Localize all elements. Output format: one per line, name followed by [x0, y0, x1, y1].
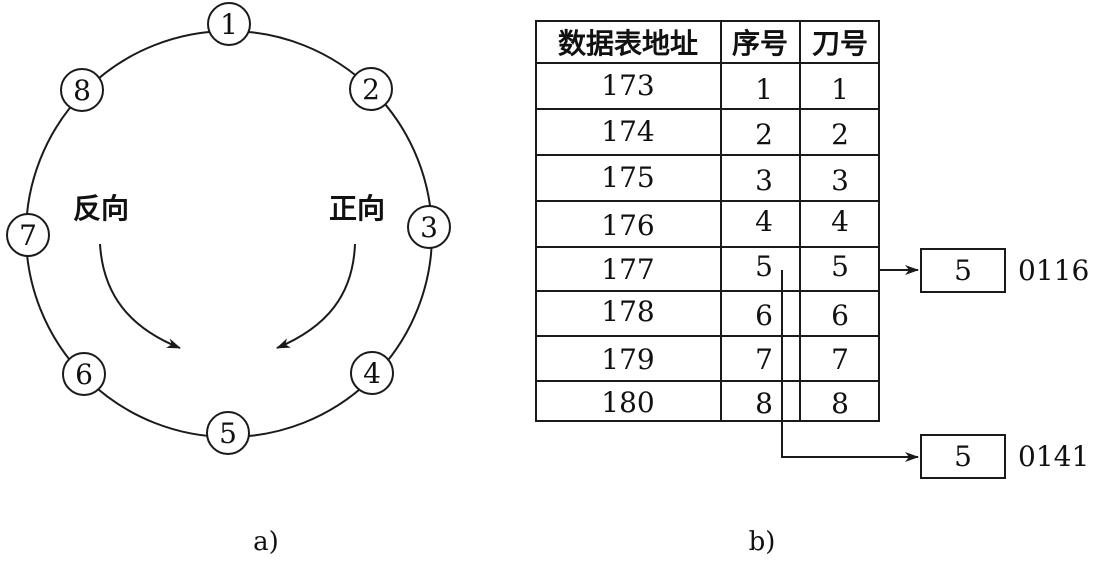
- output-value: 5: [954, 254, 972, 287]
- output-box-top: 5 0116: [920, 248, 1089, 293]
- position-5: 5: [206, 411, 250, 455]
- caption-a: a): [253, 527, 279, 557]
- cell-sequence: 2: [755, 118, 773, 151]
- position-label: 3: [420, 211, 438, 244]
- cell-tool-number: 4: [831, 205, 849, 238]
- header-sequence: 序号: [732, 27, 788, 60]
- position-7: 7: [6, 213, 50, 257]
- position-2: 2: [349, 67, 393, 111]
- reverse-direction-arrow: [99, 243, 181, 349]
- cell-tool-number: 7: [831, 343, 849, 376]
- position-3: 3: [407, 205, 451, 249]
- header-address: 数据表地址: [558, 27, 698, 60]
- table-row: 179 7 7: [601, 343, 849, 376]
- cell-address: 180: [601, 386, 654, 419]
- forward-direction-arrow: [276, 243, 356, 349]
- cell-address: 173: [601, 69, 654, 102]
- reverse-direction-label: 反向: [73, 192, 129, 225]
- position-label: 7: [19, 219, 37, 252]
- caption-b: b): [749, 527, 776, 557]
- table-row: 177 5 5: [601, 250, 849, 286]
- cell-address: 177: [601, 253, 654, 286]
- output-box-frame: [920, 248, 1006, 293]
- position-label: 2: [362, 73, 380, 106]
- output-code: 0141: [1018, 440, 1089, 473]
- position-8: 8: [60, 68, 104, 112]
- position-label: 4: [363, 357, 381, 390]
- table-row: 175 3 3: [601, 161, 849, 197]
- position-4: 4: [350, 351, 394, 395]
- cell-sequence: 7: [755, 343, 773, 376]
- position-label: 5: [219, 417, 237, 450]
- cell-tool-number: 8: [831, 387, 849, 420]
- position-circle: [349, 67, 393, 111]
- cell-address: 179: [601, 343, 654, 376]
- table-row: 176 4 4: [601, 205, 849, 242]
- position-circle: [206, 411, 250, 455]
- cell-address: 176: [601, 209, 654, 242]
- position-6: 6: [62, 352, 106, 396]
- magazine-ring-figure: 1 2 3 4 5 6 7 8 反向 正向: [6, 2, 451, 557]
- position-circle: [407, 205, 451, 249]
- data-table-frame: [535, 20, 880, 422]
- cell-sequence: 6: [755, 299, 773, 332]
- cell-sequence: 4: [755, 205, 773, 238]
- cell-tool-number: 3: [831, 164, 849, 197]
- cell-sequence: 8: [755, 387, 773, 420]
- cell-sequence: 5: [755, 250, 773, 283]
- position-circle: [350, 351, 394, 395]
- position-label: 1: [220, 8, 238, 41]
- output-box-frame: [920, 434, 1006, 479]
- cell-tool-number: 2: [831, 118, 849, 151]
- output-box-bottom: 5 0141: [920, 434, 1089, 479]
- cell-sequence: 3: [755, 164, 773, 197]
- position-circle: [6, 213, 50, 257]
- data-table-figure: 数据表地址 序号 刀号 173 1 1 174 2 2 175 3 3 176 …: [535, 20, 1089, 557]
- position-1: 1: [207, 2, 251, 46]
- header-tool-number: 刀号: [812, 27, 868, 60]
- cell-sequence: 1: [755, 73, 773, 106]
- position-label: 8: [73, 74, 91, 107]
- cell-address: 174: [601, 115, 654, 148]
- sequence-output-arrow: [781, 270, 919, 462]
- position-circle: [207, 2, 251, 46]
- output-code: 0116: [1018, 254, 1089, 287]
- cell-tool-number: 1: [831, 73, 849, 106]
- table-row: 173 1 1: [601, 69, 849, 106]
- cell-tool-number: 6: [831, 299, 849, 332]
- output-value: 5: [954, 440, 972, 473]
- position-circle: [62, 352, 106, 396]
- cell-tool-number: 5: [831, 250, 849, 283]
- cell-address: 175: [601, 161, 654, 194]
- position-circle: [60, 68, 104, 112]
- table-row: 174 2 2: [601, 115, 849, 151]
- position-label: 6: [75, 358, 93, 391]
- table-header: 数据表地址 序号 刀号: [558, 27, 868, 60]
- table-row: 178 6 6: [601, 295, 849, 332]
- table-row: 180 8 8: [601, 386, 849, 420]
- cell-address: 178: [601, 295, 654, 328]
- forward-direction-label: 正向: [329, 192, 385, 225]
